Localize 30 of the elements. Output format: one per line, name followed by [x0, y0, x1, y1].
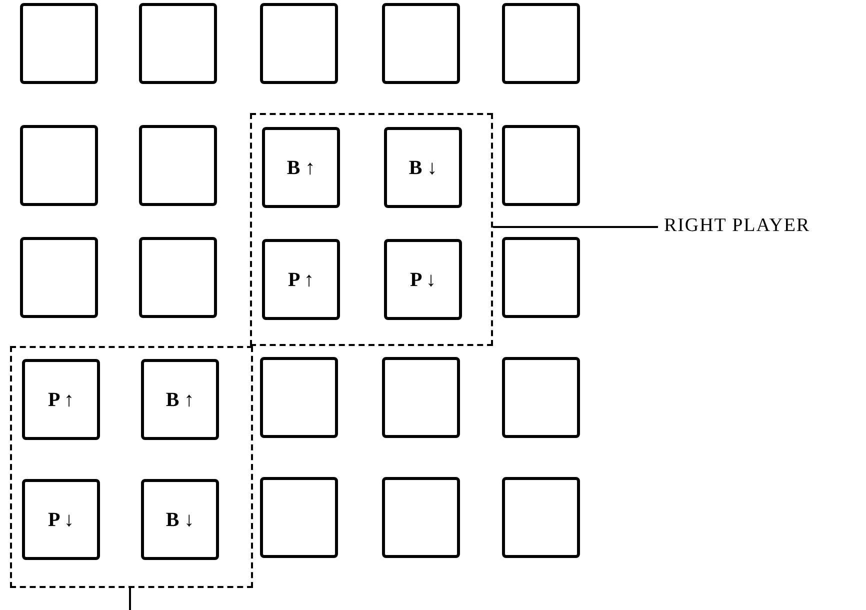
empty-key-box [139, 125, 217, 206]
empty-key-box [382, 477, 460, 558]
empty-key-box [260, 3, 338, 84]
leader-line [493, 226, 658, 228]
leader-line [129, 588, 131, 610]
empty-key-box [502, 477, 580, 558]
empty-key-box [139, 237, 217, 318]
empty-key-box [502, 237, 580, 318]
empty-key-box [502, 125, 580, 206]
key-box: P ↑ [262, 239, 340, 320]
empty-key-box [260, 357, 338, 438]
empty-key-box [382, 357, 460, 438]
key-box: B ↓ [384, 127, 462, 208]
empty-key-box [502, 357, 580, 438]
empty-key-box [20, 237, 98, 318]
empty-key-box [139, 3, 217, 84]
key-box: B ↑ [262, 127, 340, 208]
empty-key-box [20, 3, 98, 84]
empty-key-box [260, 477, 338, 558]
key-box: P ↑ [22, 359, 100, 440]
empty-key-box [502, 3, 580, 84]
empty-key-box [382, 3, 460, 84]
key-box: B ↓ [141, 479, 219, 560]
key-box: P ↓ [22, 479, 100, 560]
key-box: P ↓ [384, 239, 462, 320]
key-box: B ↑ [141, 359, 219, 440]
dashed-group-box [250, 113, 493, 346]
empty-key-box [20, 125, 98, 206]
dashed-group-box [10, 346, 253, 588]
player-label: RIGHT PLAYER [664, 212, 864, 240]
